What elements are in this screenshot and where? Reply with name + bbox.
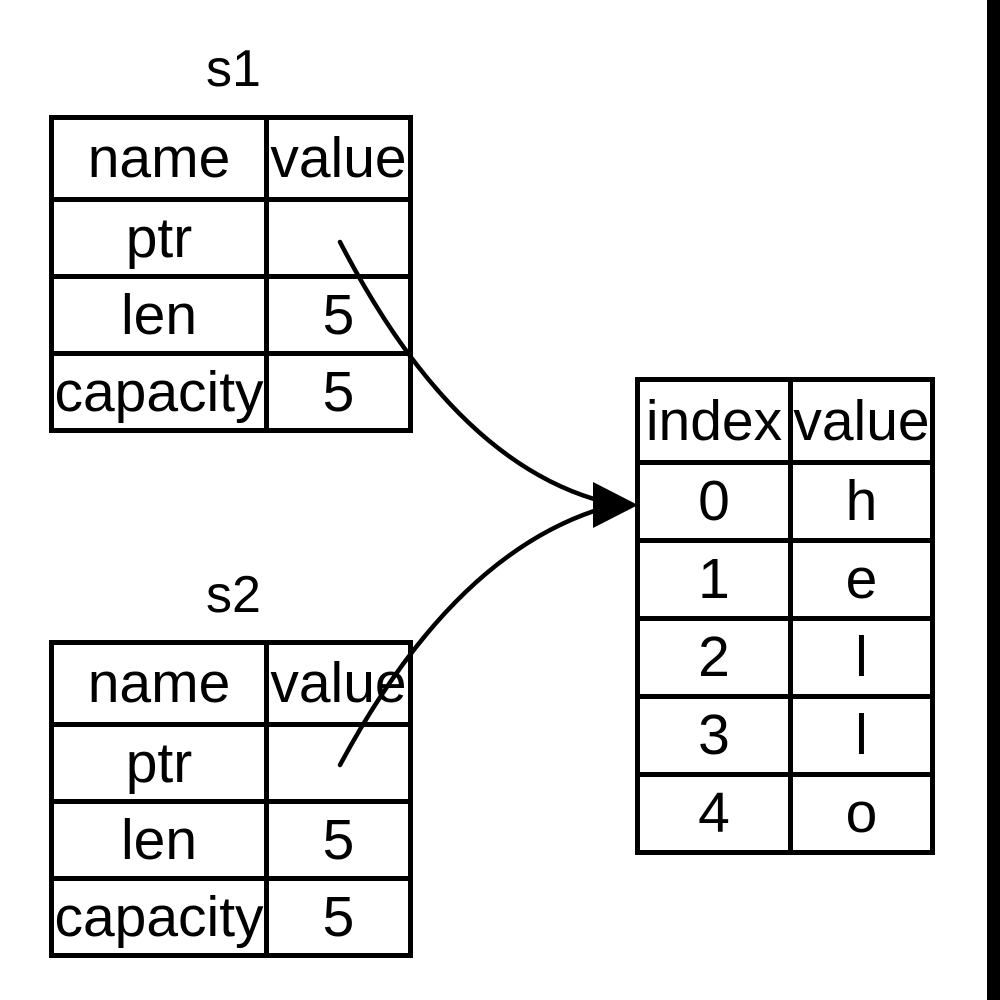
heap-row-0-value: h (788, 460, 930, 538)
s1-header-name: name (87, 126, 231, 190)
arrowhead-icon (593, 482, 638, 528)
s2-struct-table: name value ptr len 5 capacity 5 (49, 640, 413, 958)
s1-row-ptr-value (264, 197, 408, 274)
s1-row-cap-name: capacity (54, 351, 264, 428)
s2-row-ptr-value (264, 722, 408, 799)
s2-row-ptr-name: ptr (54, 722, 264, 799)
s1-row-len-name: len (54, 274, 264, 351)
s2-header-value: value (264, 645, 408, 722)
heap-row-2-index: 2 (640, 616, 788, 694)
heap-header-value: value (788, 382, 930, 460)
s2-header-name: name (87, 651, 231, 715)
heap-row-0-index: 0 (640, 460, 788, 538)
heap-row-4-value: o (788, 772, 930, 850)
heap-row-3-index: 3 (640, 694, 788, 772)
s1-struct-label: s1 (206, 40, 261, 98)
heap-row-4-index: 4 (640, 772, 788, 850)
s1-struct-table: name value ptr len 5 capacity 5 (49, 115, 413, 433)
s1-row-len-value: 5 (264, 274, 408, 351)
heap-buffer-table: index value 0 h 1 e 2 l 3 l 4 o (635, 377, 935, 855)
heap-row-1-index: 1 (640, 538, 788, 616)
right-edge-bar (987, 0, 1000, 1000)
s1-row-cap-value: 5 (264, 351, 408, 428)
s1-row-ptr-name: ptr (54, 197, 264, 274)
heap-row-1-value: e (788, 538, 930, 616)
heap-row-2-value: l (788, 616, 930, 694)
s2-row-cap-name: capacity (54, 876, 264, 953)
s2-row-cap-value: 5 (264, 876, 408, 953)
heap-header-index: index (645, 388, 783, 453)
s2-struct-label: s2 (206, 566, 261, 624)
s2-row-len-value: 5 (264, 799, 408, 876)
heap-row-3-value: l (788, 694, 930, 772)
s2-row-len-name: len (54, 799, 264, 876)
s1-header-value: value (264, 120, 408, 197)
